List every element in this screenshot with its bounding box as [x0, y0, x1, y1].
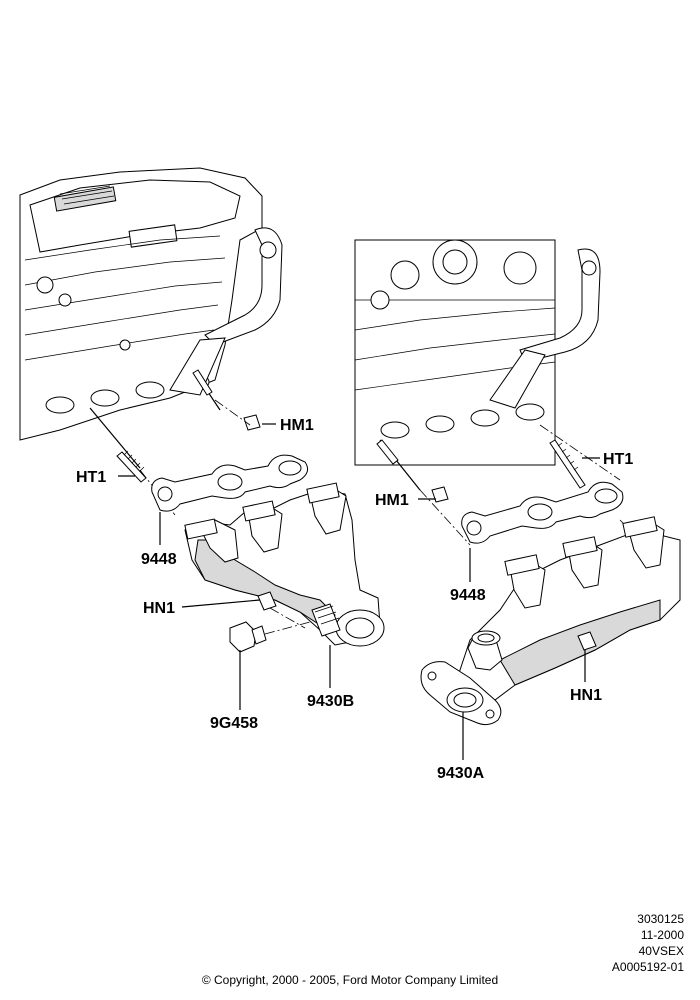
left-exhaust-manifold-9430b: [184, 482, 385, 647]
callout-right-hm1: HM1: [375, 492, 409, 509]
callout-right-9430a: 9430A: [437, 765, 485, 782]
left-gasket-9448: [151, 454, 309, 512]
callout-right-hn1: HN1: [570, 687, 602, 704]
callout-left-hn1: HN1: [143, 600, 175, 617]
right-engine-block: [354, 239, 601, 466]
callout-right-ht1: HT1: [603, 451, 633, 468]
left-leader-lines: [118, 423, 331, 710]
callout-left-9430b: 9430B: [307, 693, 354, 710]
left-studs-and-fasteners: [89, 369, 261, 516]
callout-left-ht1: HT1: [76, 469, 106, 486]
right-leader-lines: [418, 457, 600, 760]
reference-date: 11-2000: [640, 928, 684, 942]
reference-image-id: A0005192-01: [611, 960, 684, 974]
callout-left-hm1: HM1: [280, 417, 314, 434]
right-studs-and-fasteners: [376, 424, 681, 651]
copyright-notice: © Copyright, 2000 - 2005, Ford Motor Com…: [201, 973, 499, 987]
callout-left-9448: 9448: [141, 551, 177, 568]
left-plug-9g458: [229, 621, 311, 653]
reference-code: 40VSEX: [638, 944, 684, 958]
drawing-reference-block: 3030125 11-2000 40VSEX A0005192-01: [564, 911, 684, 975]
right-exhaust-manifold-9430a: [420, 516, 681, 726]
callout-left-9g458: 9G458: [210, 715, 258, 732]
left-engine-block: [19, 167, 283, 441]
reference-number: 3030125: [637, 912, 684, 926]
right-gasket-9448: [461, 481, 624, 544]
callout-right-9448: 9448: [450, 587, 486, 604]
